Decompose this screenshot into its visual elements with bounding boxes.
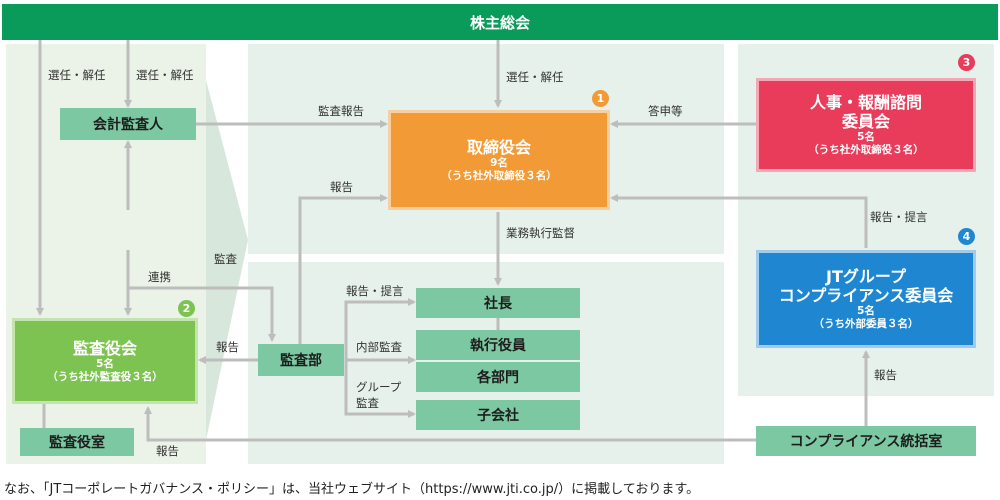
badge-3: 3 (958, 54, 975, 71)
nomination-compensation-committee-box: 人事・報酬諮問 委員会 5名 （うち社外取締役３名） (756, 78, 976, 172)
label-report-proposal-compliance: 報告・提言 (870, 210, 928, 224)
nomination-count: 5名 (857, 131, 875, 143)
board-title: 取締役会 (466, 137, 531, 157)
internal-audit-dept-box: 監査部 (258, 344, 344, 376)
executive-officers-box: 執行役員 (416, 330, 580, 360)
nomination-note: （うち社外取締役３名） (808, 144, 924, 156)
label-report-audit-dept: 報告 (330, 180, 353, 194)
compliance-title-2: コンプライアンス委員会 (778, 286, 954, 305)
shareholders-meeting-label: 株主総会 (469, 13, 530, 32)
label-business-supervision: 業務執行監督 (506, 226, 575, 240)
compliance-note: （うち外部委員３名） (813, 318, 919, 330)
internal-audit-dept-label: 監査部 (280, 353, 322, 369)
label-report-proposal: 報告・提言 (346, 284, 404, 298)
label-internal-audit: 内部監査 (356, 340, 402, 354)
label-appoint-dismiss-3: 選任・解任 (506, 70, 564, 84)
label-audit: 監査 (214, 252, 237, 266)
board-note: （うち社外取締役３名） (441, 169, 557, 182)
audit-staff-office-box: 監査役室 (20, 428, 134, 456)
audit-board-title: 監査役会 (72, 338, 137, 358)
nomination-title-1: 人事・報酬諮問 (809, 93, 922, 112)
nomination-title-2: 委員会 (841, 112, 890, 131)
audit-board-count: 5名 (96, 357, 114, 370)
audit-staff-office-label: 監査役室 (49, 435, 105, 451)
executive-officers-label: 執行役員 (470, 338, 526, 354)
president-box: 社長 (416, 288, 580, 318)
label-group-audit-1: グループ (356, 380, 402, 394)
compliance-title-1: JTグループ (826, 267, 906, 286)
audit-board-note: （うち社外監査役３名） (47, 370, 163, 383)
label-report-compliance: 報告 (874, 368, 897, 382)
board-count: 9名 (490, 156, 508, 169)
compliance-office-box: コンプライアンス統括室 (756, 426, 976, 456)
badge-1: 1 (592, 90, 609, 107)
label-group-audit-2: 監査 (356, 396, 379, 410)
accounting-auditor-label: 会計監査人 (93, 117, 163, 133)
president-label: 社長 (484, 296, 512, 312)
label-appoint-dismiss-1: 選任・解任 (48, 68, 106, 82)
label-report-left: 報告 (216, 340, 239, 354)
subsidiaries-box: 子会社 (416, 400, 580, 430)
label-audit-report: 監査報告 (318, 104, 364, 118)
compliance-count: 5名 (857, 305, 875, 317)
footnote: なお、「JTコーポレートガバナンス・ポリシー」は、当社ウェブサイト（https:… (4, 482, 700, 497)
audit-chevron (206, 80, 248, 440)
subsidiaries-label: 子会社 (477, 408, 519, 424)
label-appoint-dismiss-2: 選任・解任 (136, 68, 194, 82)
label-report-bottom: 報告 (156, 444, 179, 458)
label-recommendations: 答申等 (648, 104, 683, 118)
divisions-label: 各部門 (477, 370, 519, 386)
accounting-auditor-box: 会計監査人 (60, 108, 196, 140)
compliance-office-label: コンプライアンス統括室 (789, 434, 943, 450)
shareholders-meeting-bar: 株主総会 (2, 4, 998, 40)
badge-4: 4 (958, 228, 975, 245)
audit-board-box: 監査役会 5名 （うち社外監査役３名） (12, 318, 198, 404)
compliance-committee-box: JTグループ コンプライアンス委員会 5名 （うち外部委員３名） (756, 250, 976, 348)
badge-2: 2 (178, 300, 195, 317)
label-coordination: 連携 (148, 270, 171, 284)
board-of-directors-box: 取締役会 9名 （うち社外取締役３名） (388, 110, 610, 210)
divisions-box: 各部門 (416, 362, 580, 392)
